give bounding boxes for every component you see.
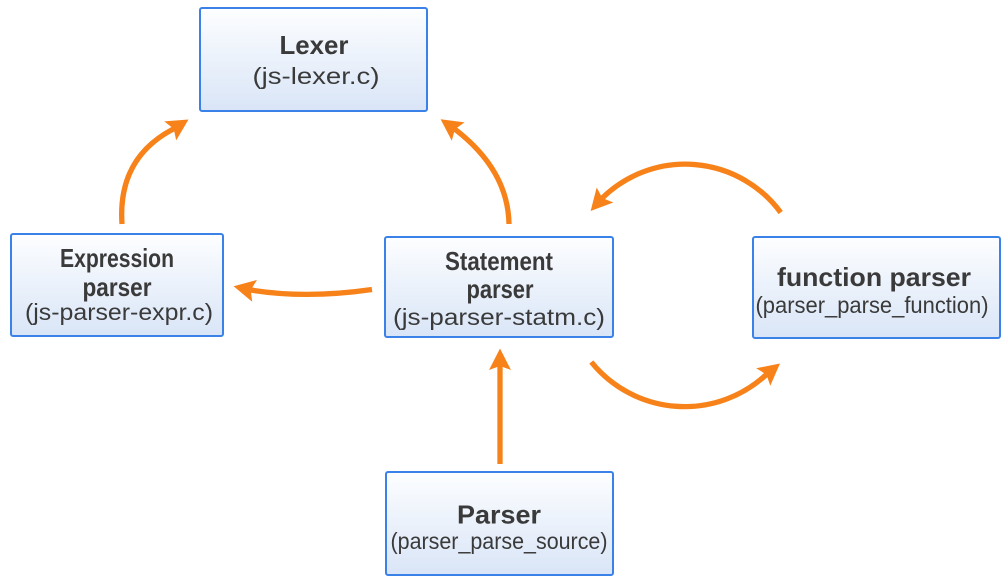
svg-text:parser: parser — [467, 274, 534, 304]
svg-text:(parser_parse_function): (parser_parse_function) — [756, 292, 989, 318]
svg-text:Expression: Expression — [60, 243, 174, 273]
svg-text:(parser_parse_source): (parser_parse_source) — [391, 528, 608, 554]
svg-text:(js-parser-expr.c): (js-parser-expr.c) — [25, 299, 213, 325]
svg-text:(js-lexer.c): (js-lexer.c) — [253, 63, 380, 89]
svg-text:Parser: Parser — [457, 500, 541, 530]
svg-text:(js-parser-statm.c): (js-parser-statm.c) — [393, 304, 605, 330]
svg-text:parser: parser — [83, 272, 152, 302]
svg-text:Lexer: Lexer — [280, 30, 349, 60]
svg-text:function parser: function parser — [777, 262, 971, 292]
svg-text:Statement: Statement — [445, 246, 553, 276]
